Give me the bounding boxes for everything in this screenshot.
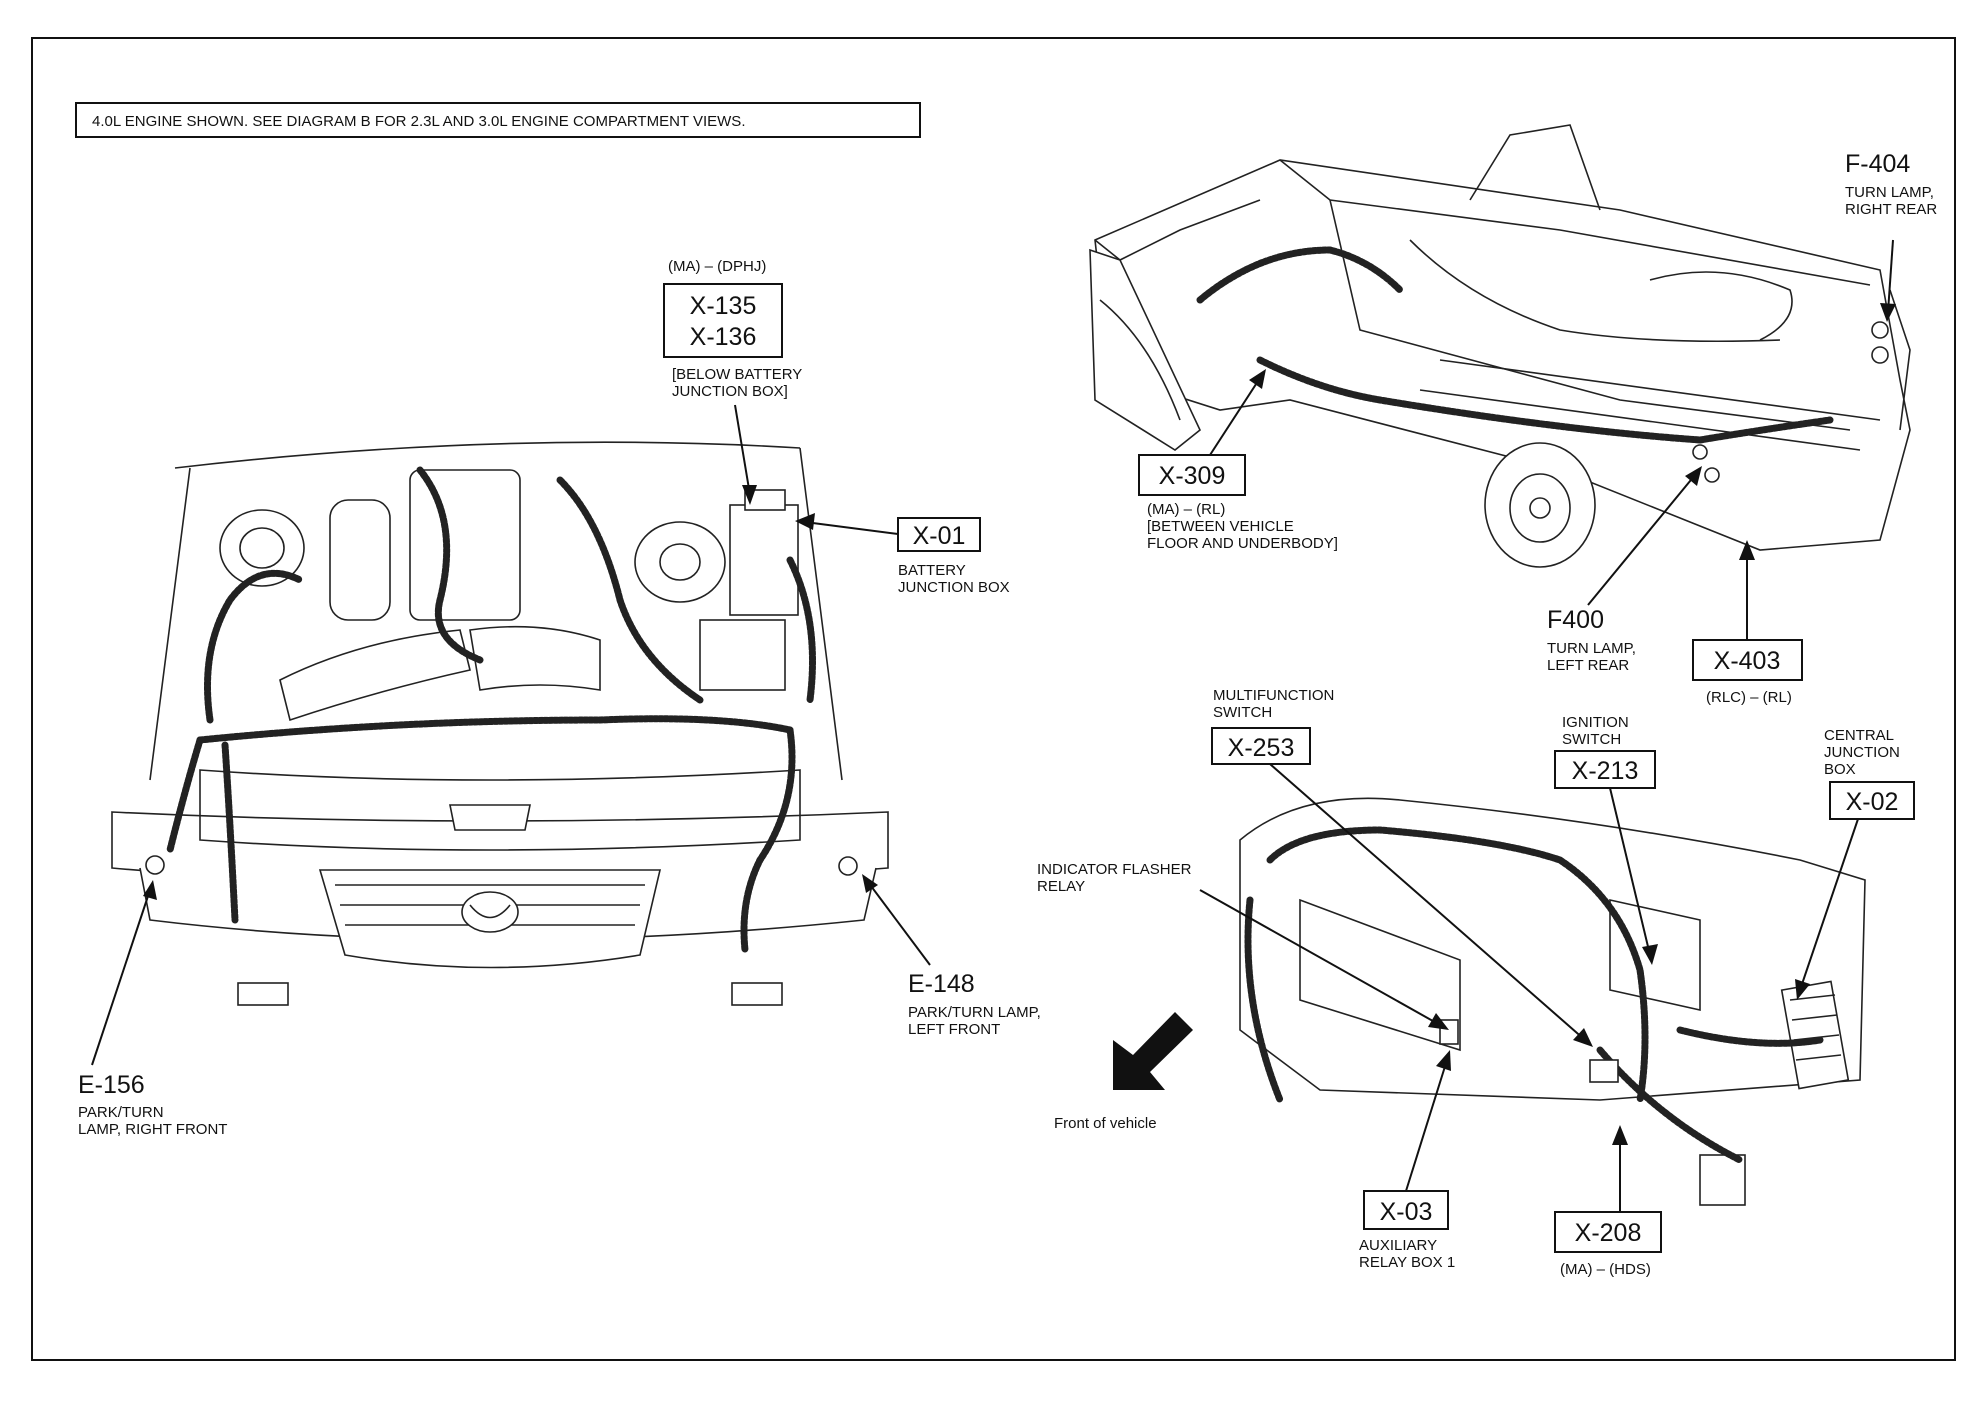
x02-desc-3: BOX [1824, 761, 1856, 778]
x135-leader [734, 404, 751, 496]
x213-desc-2: SWITCH [1562, 731, 1621, 748]
x403-label: X-403 [1714, 647, 1781, 675]
e148-arrowhead [862, 874, 878, 893]
flasher-desc-1: INDICATOR FLASHER [1037, 861, 1192, 878]
x01-leader [804, 521, 899, 535]
x309-desc-3: FLOOR AND UNDERBODY] [1147, 535, 1338, 552]
x135-desc-2: JUNCTION BOX] [672, 383, 788, 400]
x135-arrowhead [742, 485, 757, 505]
x01-desc-2: JUNCTION BOX [898, 579, 1010, 596]
f400-desc-2: LEFT REAR [1547, 657, 1629, 674]
x02-label: X-02 [1846, 788, 1899, 816]
x309-box [1138, 454, 1246, 496]
header-note: 4.0L ENGINE SHOWN. SEE DIAGRAM B FOR 2.3… [75, 102, 921, 138]
x03-desc-2: RELAY BOX 1 [1359, 1254, 1455, 1271]
page-frame [31, 37, 1956, 1361]
x309-label: X-309 [1159, 462, 1226, 490]
x02-desc-2: JUNCTION [1824, 744, 1900, 761]
flasher-leader [1199, 889, 1441, 1026]
x02-arrowhead [1795, 979, 1810, 1000]
e156-desc-2: LAMP, RIGHT FRONT [78, 1121, 227, 1138]
x309-desc-2: [BETWEEN VEHICLE [1147, 518, 1294, 535]
x208-label: X-208 [1575, 1219, 1642, 1247]
x253-leader [1269, 763, 1586, 1041]
f400-arrowhead [1685, 466, 1702, 486]
f404-arrowhead [1880, 303, 1896, 322]
x01-box [897, 517, 981, 552]
e156-desc-1: PARK/TURN [78, 1104, 164, 1121]
x03-arrowhead [1436, 1050, 1451, 1071]
x02-leader [1799, 818, 1859, 991]
x208-arrowhead [1612, 1125, 1628, 1145]
x135-prefix: (MA) – (DPHJ) [668, 258, 766, 275]
engine-compartment-illustration [111, 441, 889, 1006]
x309-arrowhead [1249, 369, 1266, 389]
x208-box [1554, 1211, 1662, 1253]
pickup-body-illustration [1089, 124, 1911, 568]
x253-desc-1: MULTIFUNCTION [1213, 687, 1334, 704]
x253-box [1211, 727, 1311, 765]
e156-arrowhead [143, 880, 157, 900]
x309-leader [1209, 377, 1261, 456]
x03-desc-1: AUXILIARY [1359, 1237, 1437, 1254]
x02-box [1829, 781, 1915, 820]
e148-desc-1: PARK/TURN LAMP, [908, 1004, 1041, 1021]
x03-label: X-03 [1380, 1198, 1433, 1226]
x01-arrowhead [795, 513, 815, 530]
x03-leader [1405, 1059, 1448, 1192]
x208-desc: (MA) – (HDS) [1560, 1261, 1651, 1278]
instrument-panel-illustration [1239, 797, 1866, 1206]
x135-x136-box [663, 283, 783, 358]
e148-leader [867, 881, 931, 966]
f404-desc-1: TURN LAMP, [1845, 184, 1934, 201]
f404-leader [1887, 239, 1894, 313]
front-of-vehicle-arrow [1113, 1012, 1193, 1090]
x01-label: X-01 [913, 522, 966, 550]
flasher-desc-2: RELAY [1037, 878, 1085, 895]
x135-label: X-135 [690, 292, 757, 320]
x01-desc-1: BATTERY [898, 562, 966, 579]
x309-desc-1: (MA) – (RL) [1147, 501, 1225, 518]
x403-arrowhead [1739, 540, 1755, 560]
f404-label: F-404 [1845, 150, 1910, 178]
x213-desc-1: IGNITION [1562, 714, 1629, 731]
x02-desc-1: CENTRAL [1824, 727, 1894, 744]
e156-label: E-156 [78, 1071, 145, 1099]
e156-leader [91, 889, 151, 1066]
e148-desc-2: LEFT FRONT [908, 1021, 1000, 1038]
f404-desc-2: RIGHT REAR [1845, 201, 1937, 218]
x135-desc-1: [BELOW BATTERY [672, 366, 802, 383]
x253-arrowhead [1573, 1028, 1593, 1047]
x253-label: X-253 [1228, 734, 1295, 762]
x403-desc: (RLC) – (RL) [1706, 689, 1792, 706]
f400-leader [1587, 474, 1696, 606]
f400-label: F400 [1547, 606, 1604, 634]
header-note-text: 4.0L ENGINE SHOWN. SEE DIAGRAM B FOR 2.3… [92, 113, 745, 130]
e148-label: E-148 [908, 970, 975, 998]
x253-desc-2: SWITCH [1213, 704, 1272, 721]
x213-label: X-213 [1572, 757, 1639, 785]
x213-leader [1609, 787, 1651, 956]
flasher-arrowhead [1428, 1013, 1449, 1030]
front-of-vehicle-label: Front of vehicle [1054, 1115, 1157, 1132]
x213-arrowhead [1642, 944, 1658, 965]
x213-box [1554, 750, 1656, 789]
x136-label: X-136 [690, 323, 757, 351]
f400-desc-1: TURN LAMP, [1547, 640, 1636, 657]
